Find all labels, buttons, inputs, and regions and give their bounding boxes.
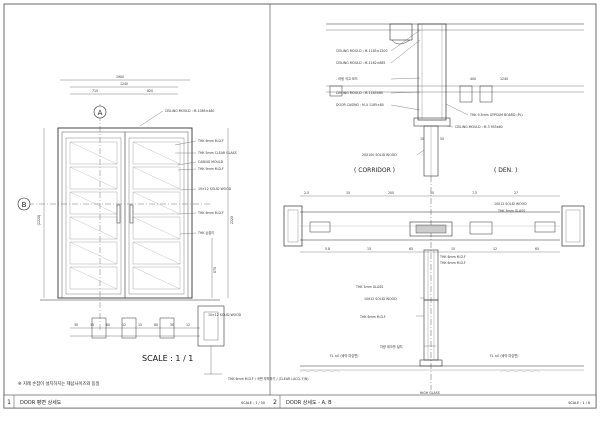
right-dim-mid-11: 65: [535, 247, 539, 251]
section-mark-a: [93, 105, 107, 119]
floor-label-left: FL ±0 (바닥 마감면): [330, 353, 359, 358]
title-left-text: DOOR 평면 상세도: [20, 399, 62, 406]
section-mark-b: [17, 197, 31, 211]
left-note-1: THK 6mm M.D.F: [197, 139, 224, 143]
right-note-low-0: 10X12 SOLID WOOD: [364, 297, 397, 301]
right-dim-mid-2: 15: [346, 191, 350, 195]
right-note-top-2: - 러링 석고 보드: [336, 76, 358, 81]
title-bar: 1 DOOR 평면 상세도 SCALE : 1 / 30 2 DOOR 상세도 …: [3, 394, 597, 409]
left-note-2: THK 5mm CLEAR GLASS: [197, 151, 237, 155]
right-note-top-5: THK 9.5mm GYPSUM BOARD (PL): [469, 113, 523, 117]
right-dim-mid-8: 7.5: [472, 191, 477, 195]
right-note-top-6: CEILING MOULD : M-3 955x60: [455, 125, 503, 129]
right-door-section: ( CORRIDOR ) ( DEN. ) CEILING MOULD : M-…: [283, 23, 585, 395]
right-dim-mid-10: 27: [514, 191, 518, 195]
right-note-top-7: 20X100 SOLID WOOD: [362, 153, 397, 157]
right-dimensions: 400 1240 10 50 2.5 5.8 15 15 200 65 10 15 7.5 12 27 65: [300, 77, 560, 253]
title-right-scale: SCALE : 1 / 6: [568, 401, 590, 405]
right-dim-top-3: 50: [440, 137, 444, 141]
right-note-low-1: THK 6mm M.D.F: [359, 315, 386, 319]
right-dim-mid-6: 10: [430, 191, 434, 195]
left-note-0: CEILING MOULD : M-1085×480: [165, 109, 214, 113]
left-scale-label: SCALE : 1 / 1: [142, 354, 193, 363]
dim-overall: 1900: [116, 75, 124, 79]
right-note-mid-1: THK 5mm GLASS: [497, 209, 525, 213]
dim-right-leaf: 820: [147, 89, 153, 93]
floor-label-right: FL ±0 (바닥 마감면): [490, 353, 519, 358]
right-dim-mid-1: 5.8: [325, 247, 330, 251]
right-note-top-4: DOOR CASING : M-4 1185×80: [336, 103, 384, 107]
right-dim-mid-3: 15: [367, 247, 371, 251]
left-bottom-dim-3: 12: [122, 323, 126, 327]
right-note-mid-2: THK 6mm M.D.F: [439, 255, 466, 259]
right-dim-mid-9: 12: [493, 247, 497, 251]
section-mark-b-label: B: [22, 201, 27, 209]
left-bottom-dim-4: 15: [138, 323, 142, 327]
left-footnote: ※ 지례 손잡이 설치하지는 제삼사이즈와 동일: [18, 380, 100, 387]
right-note-top-0: CEILING MOULD : M-1185×1200: [336, 49, 387, 53]
dim-inner: 1240: [120, 82, 128, 86]
dim-left-leaf: 715: [92, 89, 98, 93]
title-left-scale: SCALE : 1 / 30: [241, 401, 265, 405]
dim-vertical-small: 870: [213, 267, 217, 273]
left-note-3: CASING MOULD: [198, 160, 224, 164]
right-note-top-1: CEILING MOULD : M-1182×885: [336, 61, 385, 65]
dim-vertical-right: 2220: [230, 216, 234, 224]
left-bottom-dim-2: 60: [106, 323, 110, 327]
left-note-5: 10×12 SOLID WOOD: [198, 187, 232, 191]
right-dim-mid-4: 200: [388, 191, 394, 195]
left-note-6: THK 6mm M.D.F: [197, 211, 224, 215]
right-note-top-3: CEILING MOULD : M-1185X60: [336, 91, 383, 95]
left-bottom-dim-0: 30: [74, 323, 78, 327]
den-label: ( DEN. ): [494, 167, 517, 174]
right-dim-mid-5: 65: [409, 247, 413, 251]
title-right-text: DOOR 상세도 - A, B: [286, 399, 332, 406]
left-door-elevation: 1900 1240 715 820 A B (2220) 2220 870 C: [17, 75, 237, 330]
right-dim-top-2: 10: [420, 137, 424, 141]
right-note-mid-3: THK 6mm M.D.F: [439, 261, 466, 265]
handle-note-2: 10×12 SOLID WOOD: [208, 313, 242, 317]
dim-vertical-left: (2220): [37, 215, 41, 226]
left-note-7: THK 손잡이: [197, 230, 214, 235]
left-bottom-dim-5: 60: [154, 323, 158, 327]
door-handle-right: [129, 204, 134, 224]
door-handle-left: [116, 204, 121, 224]
right-dim-mid-0: 2.5: [304, 191, 309, 195]
section-mark-a-label: A: [98, 109, 103, 117]
corridor-label: ( CORRIDOR ): [354, 167, 395, 174]
right-dim-top-1: 1240: [500, 77, 508, 81]
left-bottom-dim-7: 12: [186, 323, 190, 327]
right-note-low-2: 차광 데크를 설치: [380, 344, 403, 349]
right-note-mid-4: THK 5mm GLASS: [355, 285, 383, 289]
title-left-number: 1: [7, 399, 11, 406]
handle-note-1: THK 6mm M.D.F / 곡면 부착하기 / (CLEAR LACQ. F…: [227, 376, 309, 381]
right-note-mid-0: 10X12 SOLID WOOD: [494, 202, 527, 206]
right-dim-top-0: 400: [470, 77, 476, 81]
bottom-glass-label: HIGH GLASS: [420, 391, 440, 395]
left-bottom-dim-6: 30: [170, 323, 174, 327]
left-note-4: THK 9mm M.D.F: [197, 167, 224, 171]
title-right-number: 2: [273, 399, 277, 406]
right-dim-mid-7: 15: [451, 247, 455, 251]
